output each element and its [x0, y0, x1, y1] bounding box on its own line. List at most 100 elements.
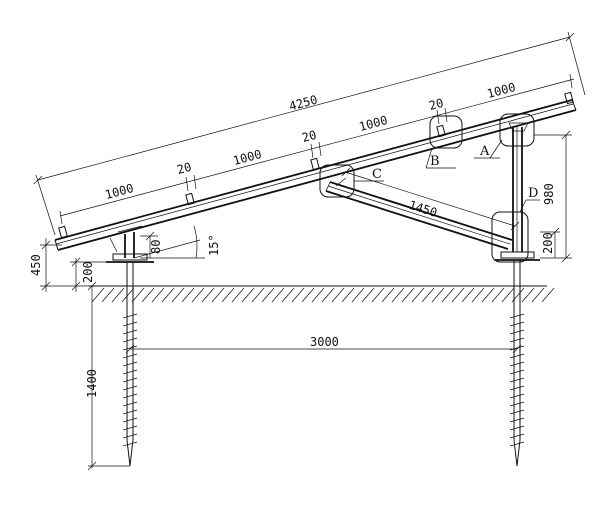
- ground-hatch-line: [501, 287, 515, 303]
- detail-c-box: [319, 164, 355, 198]
- front-post-dimension: 80 15°: [133, 225, 221, 259]
- pile-helix-turn: [122, 313, 138, 319]
- ground-hatch-line: [351, 287, 365, 303]
- detail-d-label: D: [528, 186, 538, 201]
- ground-hatch-line: [171, 287, 185, 303]
- ground-hatch-line: [91, 287, 105, 303]
- ground-hatch-line: [311, 287, 325, 303]
- ground-hatch-line: [121, 287, 135, 303]
- detail-b-box: [429, 115, 463, 149]
- overall-dimension-line: [33, 31, 586, 236]
- pile-helix-turn: [122, 361, 138, 367]
- pile-helix-turn: [122, 353, 138, 359]
- pile-helix-turn: [509, 417, 525, 423]
- ground-hatch-line: [221, 287, 235, 303]
- dim-segment-1: 1000: [104, 181, 136, 202]
- detail-callouts: B A C D: [319, 113, 540, 263]
- ground-hatch-line: [541, 287, 555, 303]
- dim-rear-base: 200: [541, 232, 555, 254]
- ground-hatch-line: [131, 287, 145, 303]
- ground-hatch-line: [281, 287, 295, 303]
- pile-helix-turn: [509, 321, 525, 327]
- ground-hatch-line: [161, 287, 175, 303]
- ground-hatch-line: [111, 287, 125, 303]
- ground-hatch-line: [481, 287, 495, 303]
- dim-segment-2: 1000: [232, 147, 264, 168]
- ground-hatch-line: [341, 287, 355, 303]
- pile-helix-turn: [509, 329, 525, 335]
- ground-hatch-line: [101, 287, 115, 303]
- pile-helix-turn: [122, 393, 138, 399]
- pile-helix-turn: [122, 425, 138, 431]
- detail-c-label: C: [372, 167, 382, 182]
- dim-pile-spacing: 3000: [310, 335, 339, 349]
- ground-hatch-line: [141, 287, 155, 303]
- pile-helix-turn: [509, 353, 525, 359]
- dim-overall: 4250: [287, 92, 319, 113]
- ground-hatch-line: [371, 287, 385, 303]
- pile-helix-turn: [122, 329, 138, 335]
- detail-d-box: [491, 211, 529, 263]
- ground-hatch-line: [261, 287, 275, 303]
- ground-hatch-line: [151, 287, 165, 303]
- ground-hatch-line: [211, 287, 225, 303]
- pile-helix-turn: [122, 337, 138, 343]
- diagonal-brace: [325, 177, 513, 250]
- ground-hatch-line: [461, 287, 475, 303]
- pile-helix-turn: [509, 385, 525, 391]
- ground-hatch-line: [241, 287, 255, 303]
- rear-screw-pile: [509, 260, 525, 467]
- pile-helix-turn: [122, 369, 138, 375]
- ground-hatch-line: [271, 287, 285, 303]
- ground-hatch-line: [181, 287, 195, 303]
- ground-hatch-line: [331, 287, 345, 303]
- rail-clamps: [58, 91, 574, 239]
- pile-helix-turn: [509, 393, 525, 399]
- pile-helix-turn: [122, 377, 138, 383]
- pile-spacing-dimension: 3000: [125, 335, 522, 354]
- dim-gap-2: 20: [300, 128, 318, 145]
- incline-texts: 4250 1000 20 1000 20 1000 20 1000: [104, 80, 518, 202]
- ground-hatch-line: [441, 287, 455, 303]
- detail-a-label: A: [479, 144, 490, 159]
- ground-hatch-line: [291, 287, 305, 303]
- dim-front-height: 450: [29, 254, 43, 276]
- ground-hatch-line: [231, 287, 245, 303]
- pile-helix-turn: [122, 433, 138, 439]
- ground-hatch-line: [321, 287, 335, 303]
- ground-hatch-line: [301, 287, 315, 303]
- pile-helix-turn: [509, 313, 525, 319]
- pile-helix-turn: [122, 417, 138, 423]
- pile-helix-turn: [509, 377, 525, 383]
- ground-hatch-line: [391, 287, 405, 303]
- ground-hatch-line: [191, 287, 205, 303]
- ground-hatch-line: [381, 287, 395, 303]
- dim-segment-3: 1000: [358, 113, 390, 134]
- pile-helix-turn: [509, 425, 525, 431]
- pile-helix-turn: [122, 321, 138, 327]
- detail-a-box: [499, 113, 535, 147]
- dim-gap-1: 20: [175, 160, 193, 177]
- pile-helix-turn: [122, 345, 138, 351]
- segment-dimension-line: [59, 73, 575, 225]
- ground-hatch-line: [521, 287, 535, 303]
- pile-helix-turn: [509, 369, 525, 375]
- pile-helix-turn: [509, 409, 525, 415]
- rear-height-dimension: 980 200: [534, 130, 572, 263]
- ground-hatch-line: [531, 287, 545, 303]
- ground-hatch-line: [251, 287, 265, 303]
- ground-hatch-line: [451, 287, 465, 303]
- ground-hatch-line: [471, 287, 485, 303]
- ground-hatch-line: [411, 287, 425, 303]
- ground-hatch-line: [361, 287, 375, 303]
- ground-hatch-line: [491, 287, 505, 303]
- pile-helix-turn: [509, 441, 525, 447]
- pile-helix-turn: [122, 385, 138, 391]
- pile-helix-turn: [509, 433, 525, 439]
- ground-hatch-line: [201, 287, 215, 303]
- pile-helix-turn: [509, 401, 525, 407]
- pile-helix-turn: [509, 337, 525, 343]
- dim-segment-4: 1000: [486, 80, 518, 101]
- pile-helix-turn: [122, 441, 138, 447]
